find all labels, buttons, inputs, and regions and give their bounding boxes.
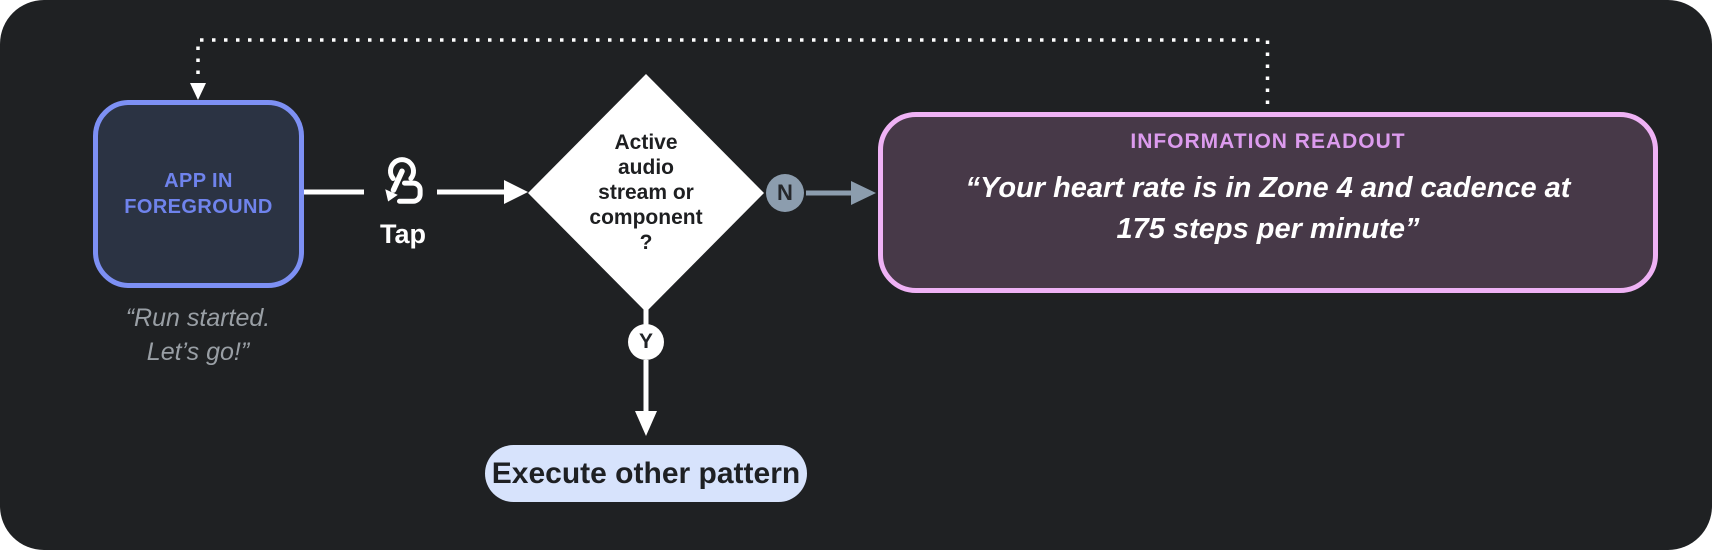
information-readout-quote: “Your heart rate is in Zone 4 and cadenc…	[965, 172, 1571, 246]
feedback-arrowhead	[190, 83, 206, 100]
tap-label: Tap	[380, 219, 426, 249]
yes-branch-badge: Y	[628, 324, 664, 360]
app-foreground-node: APP IN FOREGROUND	[93, 100, 304, 288]
tap-to-decision-arrowhead	[504, 180, 528, 204]
decision-diamond	[528, 74, 764, 312]
yes-branch-arrowhead	[635, 411, 657, 436]
execute-other-pattern-node: Execute other pattern	[485, 445, 807, 502]
no-branch-badge: N	[766, 174, 804, 212]
decision-label: Active audio stream or component ?	[589, 131, 703, 254]
feedback-dotted-line	[196, 38, 1270, 104]
tap-gesture-icon	[385, 157, 423, 204]
information-readout-title: INFORMATION READOUT	[1130, 130, 1406, 153]
app-foreground-label: APP IN FOREGROUND	[124, 169, 273, 218]
no-branch-arrowhead	[851, 181, 876, 205]
information-readout-node: INFORMATION READOUT “Your heart rate is …	[878, 112, 1658, 293]
app-voice-caption: “Run started. Let’s go!”	[125, 304, 271, 366]
